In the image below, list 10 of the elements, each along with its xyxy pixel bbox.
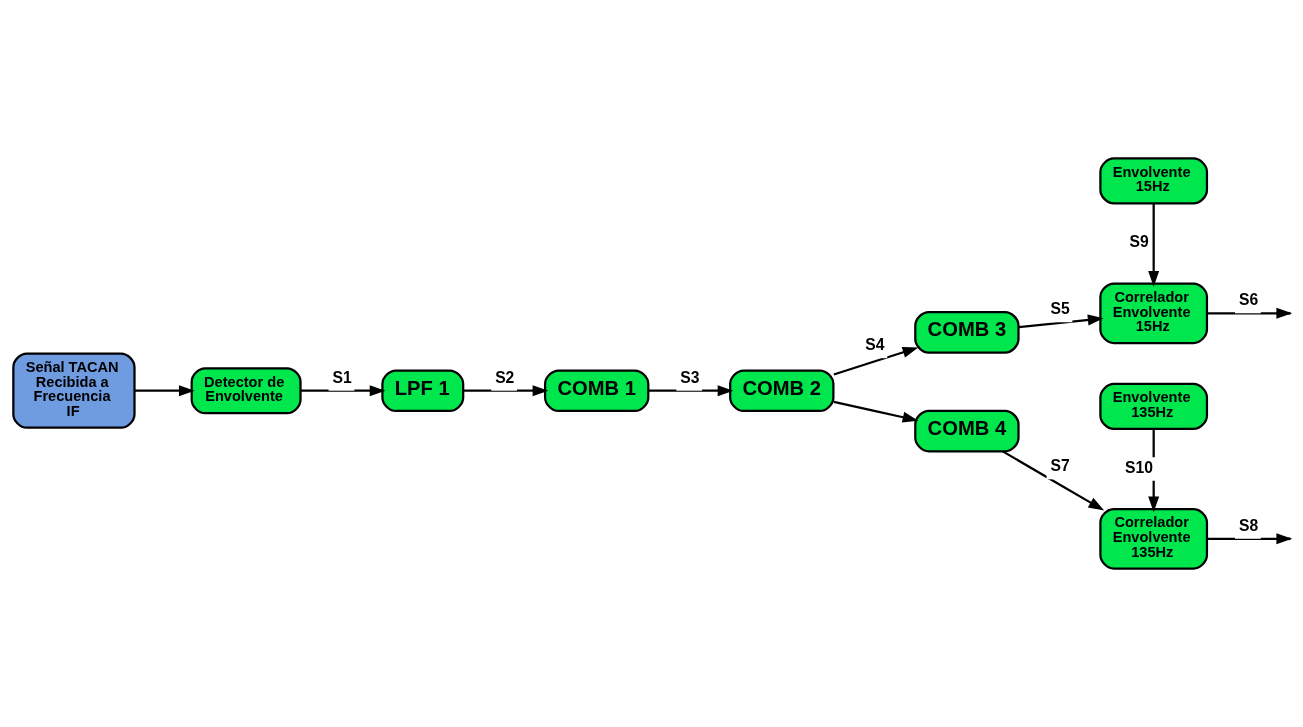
edge-label: S1 — [332, 368, 352, 386]
edge-label: S7 — [1050, 457, 1070, 475]
edge-label: S9 — [1129, 233, 1149, 251]
edge-label: S4 — [865, 335, 885, 353]
edge-label: S6 — [1238, 291, 1259, 309]
edge-label: S8 — [1238, 516, 1259, 534]
edge-label: S10 — [1125, 458, 1153, 476]
edge-label: S5 — [1050, 300, 1070, 318]
edge-label: S2 — [495, 368, 515, 386]
edge-label: S3 — [680, 368, 700, 386]
